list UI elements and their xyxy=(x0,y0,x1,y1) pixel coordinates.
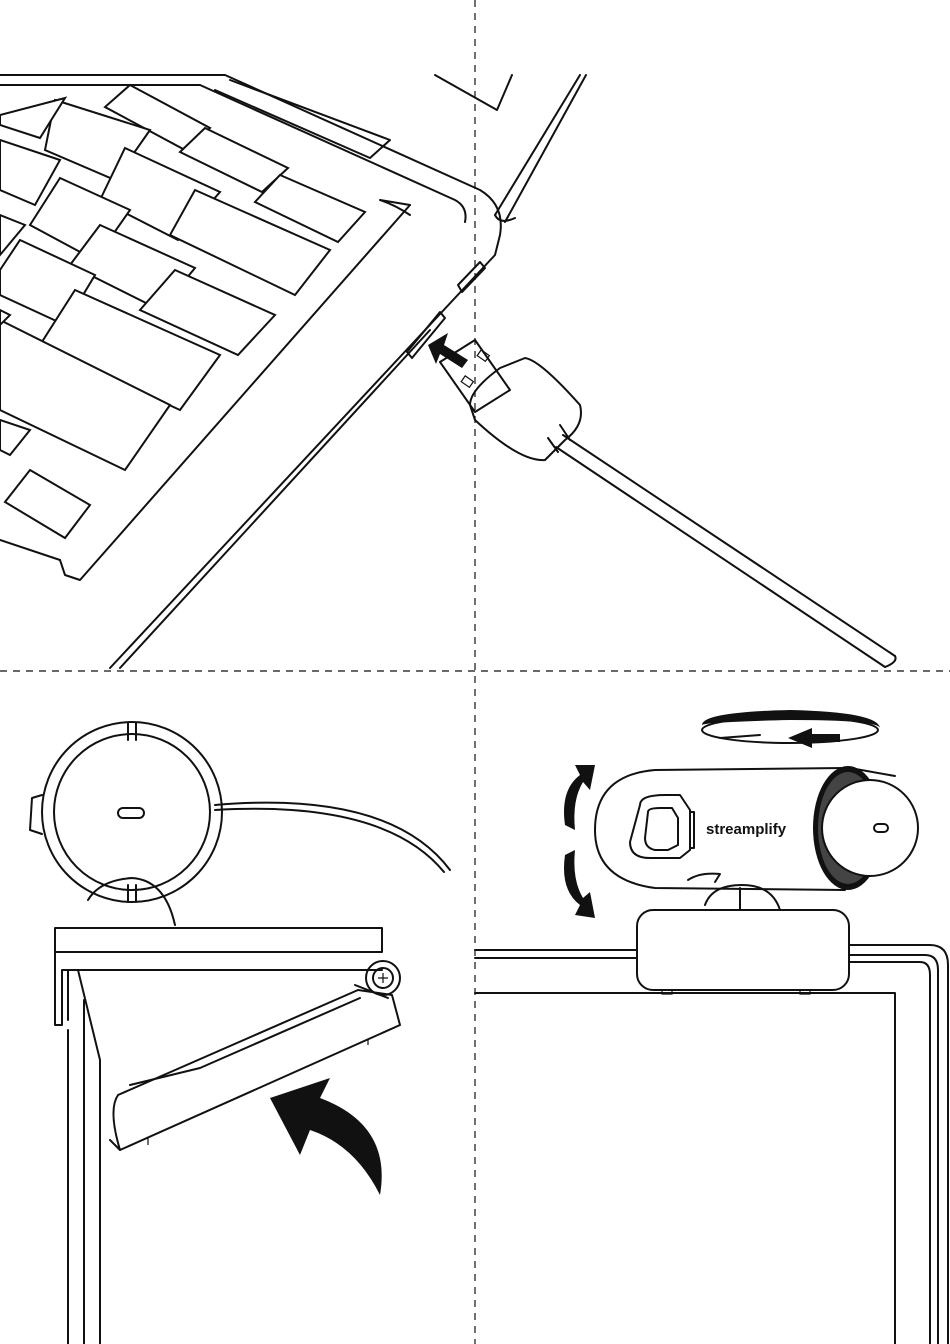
camera-front xyxy=(30,722,222,925)
camera-body: streamplify xyxy=(595,766,918,910)
monitor-icon xyxy=(475,945,948,1344)
brand-label: streamplify xyxy=(706,821,787,838)
curved-arrow-icon xyxy=(270,1078,382,1195)
camera-cable xyxy=(215,803,450,870)
keyboard xyxy=(0,85,365,538)
panel-side-mount xyxy=(30,722,450,1344)
usb-cable xyxy=(556,435,896,667)
insert-arrow-icon xyxy=(428,333,468,368)
rotate-arrow-icon xyxy=(702,710,880,748)
panel-laptop-usb xyxy=(0,75,896,668)
tilt-arrows-icon xyxy=(564,765,595,918)
laptop-lid xyxy=(435,75,586,222)
panel-monitor-mount: streamplify xyxy=(475,710,948,1344)
monitor-clamp xyxy=(637,910,849,994)
